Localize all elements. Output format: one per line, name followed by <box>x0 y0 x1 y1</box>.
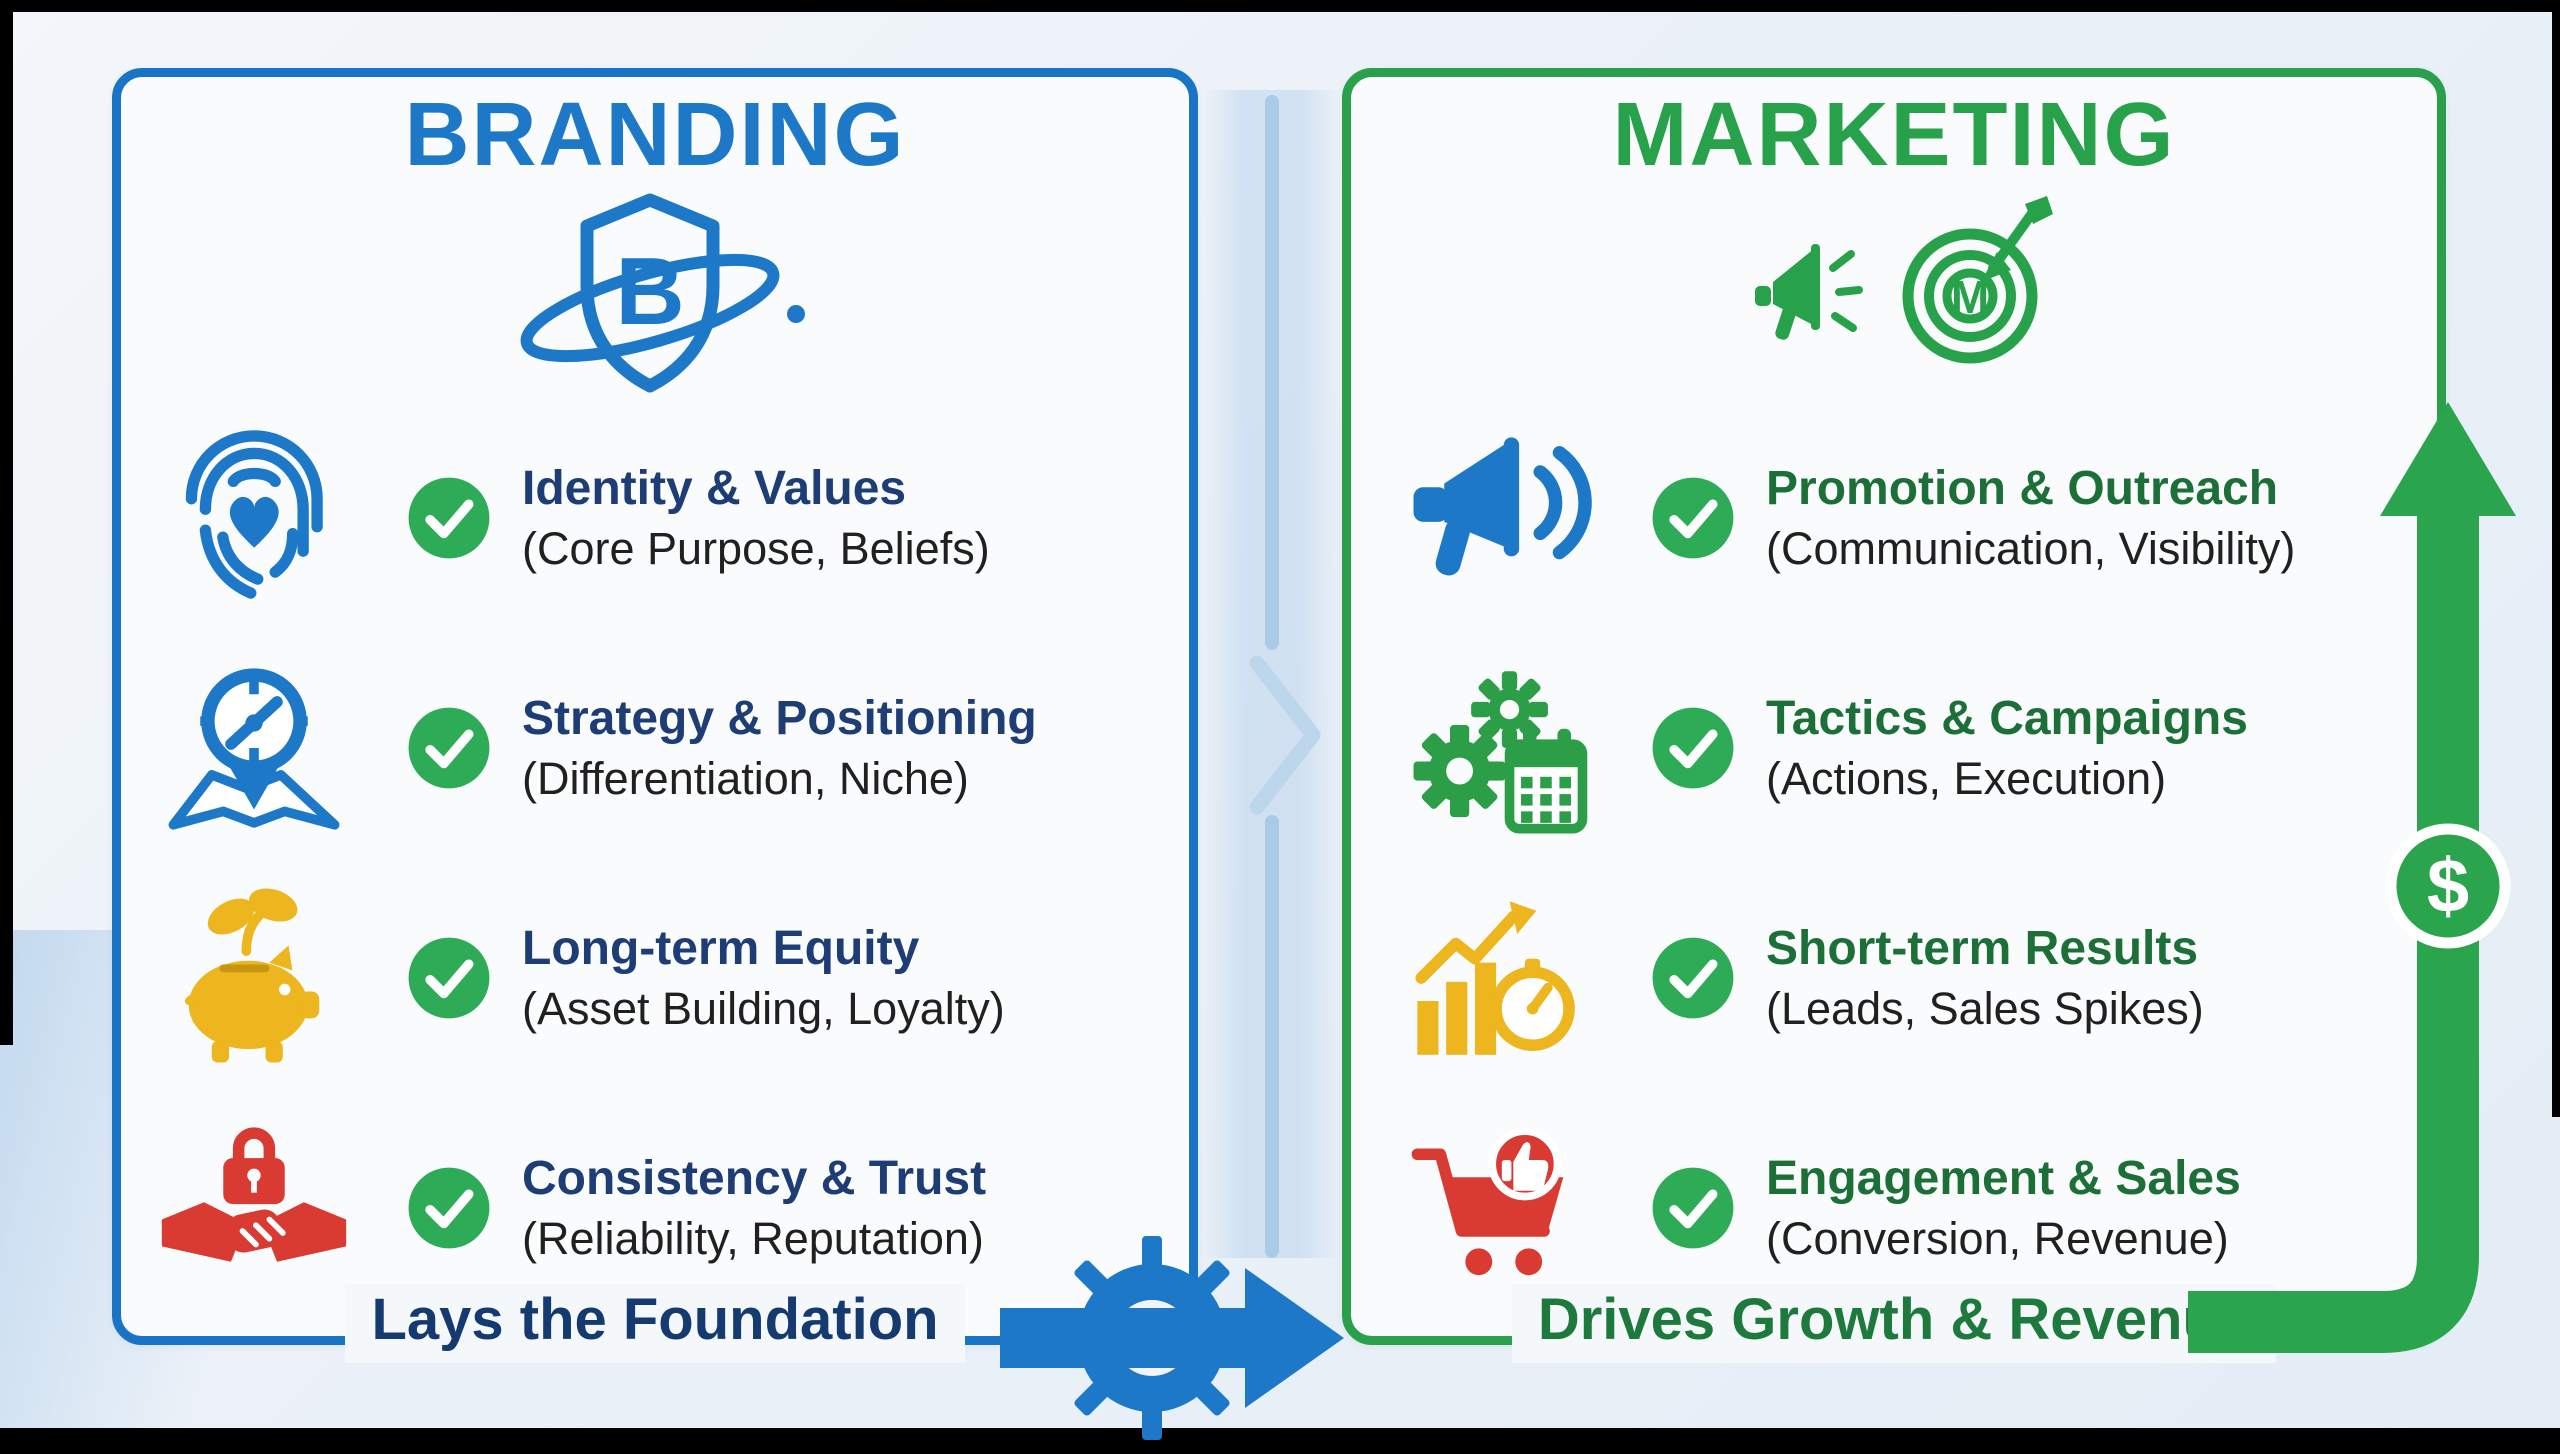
megaphone-icon <box>1392 420 1604 615</box>
item-subtitle: (Core Purpose, Beliefs) <box>522 522 990 574</box>
check-icon <box>1650 935 1736 1021</box>
item-title: Identity & Values <box>522 461 907 515</box>
letterbox-bar <box>2552 12 2560 1117</box>
letterbox-bar <box>0 0 2560 12</box>
item-title: Engagement & Sales <box>1766 1151 2241 1205</box>
item-subtitle: (Actions, Execution) <box>1766 752 2167 804</box>
list-item: Tactics & Campaigns (Actions, Execution) <box>1392 650 2432 845</box>
megaphone-target-icon: M <box>1755 196 2053 364</box>
item-subtitle: (Leads, Sales Spikes) <box>1766 982 2204 1034</box>
cart-thumbs-up-icon <box>1392 1110 1604 1305</box>
branding-footer: Lays the Foundation <box>112 1284 1198 1363</box>
compass-map-icon <box>148 650 360 845</box>
gear-arrow-icon <box>1000 1236 1344 1440</box>
check-icon <box>1650 475 1736 561</box>
check-icon <box>406 935 492 1021</box>
check-icon <box>406 475 492 561</box>
list-item: Engagement & Sales (Conversion, Revenue) <box>1392 1110 2432 1305</box>
item-title: Tactics & Campaigns <box>1766 691 2248 745</box>
letterbox-bar <box>0 0 13 1045</box>
item-title: Consistency & Trust <box>522 1151 987 1205</box>
item-subtitle: (Communication, Visibility) <box>1766 522 2296 574</box>
item-title: Promotion & Outreach <box>1766 461 2279 515</box>
item-title: Long-term Equity <box>522 921 920 975</box>
fingerprint-heart-icon <box>148 420 360 615</box>
check-icon <box>1650 705 1736 791</box>
list-item: Identity & Values (Core Purpose, Beliefs… <box>148 420 1178 615</box>
chevron-right-icon <box>1249 655 1321 815</box>
item-title: Strategy & Positioning <box>522 691 1037 745</box>
dollar-badge-label: $ <box>2427 844 2469 929</box>
divider-line <box>1265 95 1279 650</box>
list-item: Strategy & Positioning (Differentiation,… <box>148 650 1178 845</box>
list-item: Short-term Results (Leads, Sales Spikes) <box>1392 880 2432 1075</box>
divider-line <box>1265 815 1279 1258</box>
marketing-footer: Drives Growth & Revenue <box>1342 1284 2446 1363</box>
marketing-panel-title: MARKETING <box>1612 85 2176 185</box>
branding-footer-label: Lays the Foundation <box>345 1284 965 1363</box>
piggy-bank-sprout-icon <box>148 880 360 1075</box>
item-subtitle: (Differentiation, Niche) <box>522 752 969 804</box>
item-subtitle: (Asset Building, Loyalty) <box>522 982 1005 1034</box>
item-subtitle: (Conversion, Revenue) <box>1766 1212 2229 1264</box>
dollar-badge <box>2385 823 2511 949</box>
list-item: Consistency & Trust (Reliability, Reputa… <box>148 1110 1178 1305</box>
check-icon <box>406 705 492 791</box>
chart-stopwatch-icon <box>1392 880 1604 1075</box>
branding-panel-title: BRANDING <box>404 85 906 185</box>
shield-b-orbit-icon: B <box>520 193 805 393</box>
check-icon <box>1650 1165 1736 1251</box>
check-icon <box>406 1165 492 1251</box>
handshake-lock-icon <box>148 1110 360 1305</box>
gears-calendar-icon <box>1392 650 1604 845</box>
list-item: Long-term Equity (Asset Building, Loyalt… <box>148 880 1178 1075</box>
branding-logo-letter: B <box>615 238 684 345</box>
marketing-footer-label: Drives Growth & Revenue <box>1511 1284 2277 1363</box>
list-item: Promotion & Outreach (Communication, Vis… <box>1392 420 2432 615</box>
growth-arrow-icon: $ <box>2188 402 2516 1353</box>
item-title: Short-term Results <box>1766 921 2199 975</box>
item-subtitle: (Reliability, Reputation) <box>522 1212 984 1264</box>
